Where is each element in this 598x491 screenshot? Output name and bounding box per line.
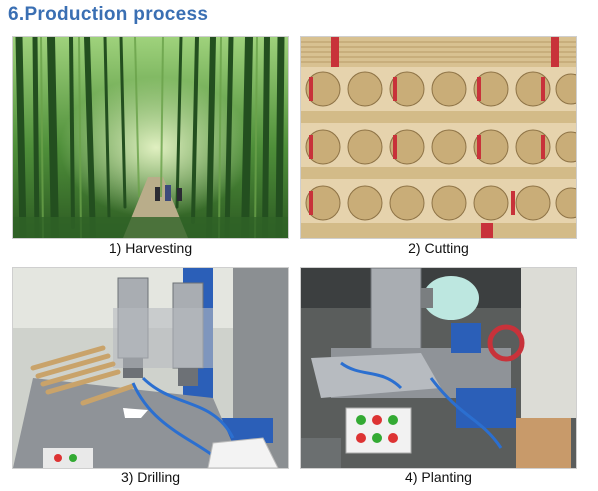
- planting-caption: 4) Planting: [405, 469, 472, 485]
- step-drilling: 3) Drilling: [12, 267, 289, 489]
- drilling-photo: [12, 267, 289, 469]
- planting-photo: [300, 267, 577, 469]
- drilling-caption: 3) Drilling: [120, 469, 181, 485]
- step-harvesting: 1) Harvesting: [12, 36, 289, 263]
- step-planting: 4) Planting: [300, 267, 577, 489]
- cutting-caption: 2) Cutting: [408, 240, 469, 256]
- page-title: 6.Production process: [8, 4, 209, 25]
- cutting-photo: [300, 36, 577, 239]
- step-cutting: 2) Cutting: [300, 36, 577, 263]
- harvesting-caption: 1) Harvesting: [108, 240, 193, 256]
- harvesting-photo: [12, 36, 289, 239]
